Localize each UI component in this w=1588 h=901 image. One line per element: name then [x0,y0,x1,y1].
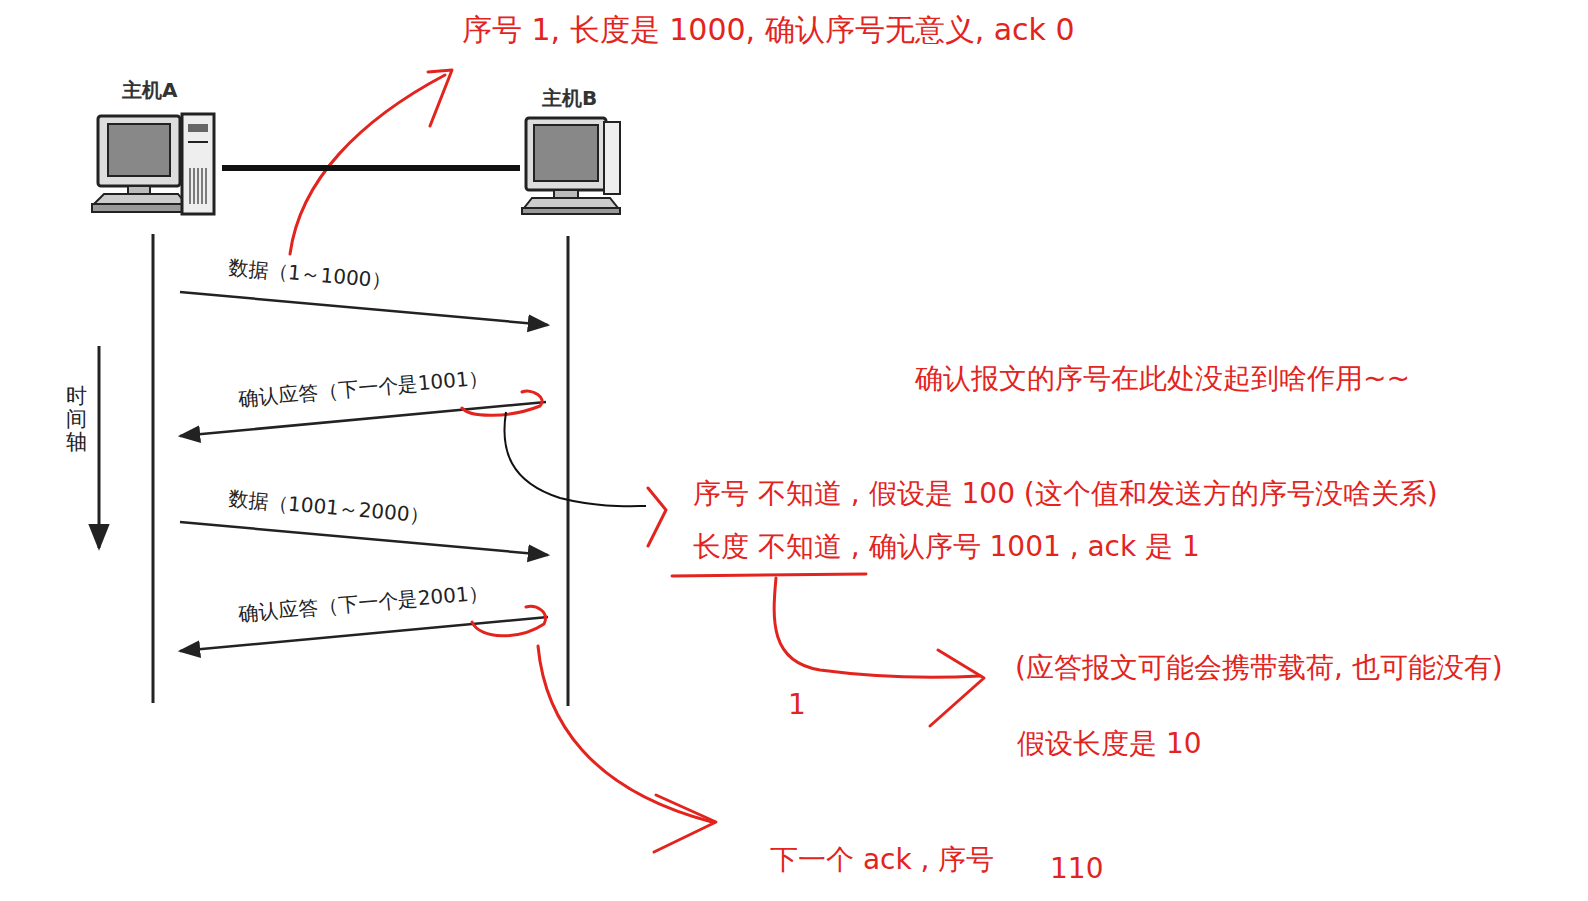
axis-label: 时间轴 [66,385,87,454]
annotation-circle [472,606,545,635]
annotation-text: 序号 不知道 , 假设是 100 (这个值和发送方的序号没啥关系) [693,477,1438,511]
host-label: 主机A [122,78,177,102]
annotation-circle [462,391,542,415]
annotation-chevron [930,650,984,726]
annotation-curve [290,75,445,254]
annotation-underline [672,574,866,576]
annotation-text: (应答报文可能会携带载荷, 也可能没有) [1015,651,1503,685]
lifeline [152,234,155,703]
annotation-text: 确认报文的序号在此处没起到啥作用~~ [915,362,1410,396]
message-label: 数据（1～1000） [227,255,392,293]
time-axis [98,346,101,548]
annotation-text: 假设长度是 10 [1017,727,1202,761]
annotation-curve [538,646,712,822]
annotation-text: 序号 1, 长度是 1000, 确认序号无意义, ack 0 [462,12,1075,48]
annotation-curve [774,578,980,677]
host-computer: 主机A [90,82,222,218]
lifeline [567,236,570,706]
message-arrow [180,522,548,555]
message-arrow [180,292,548,325]
annotation-chevron [428,70,452,126]
host-label: 主机B [542,86,597,110]
annotation-text: 长度 不知道 , 确认序号 1001 , ack 是 1 [693,530,1200,564]
message-arrow [180,402,546,436]
message-label: 确认应答（下一个是1001） [237,365,489,411]
annotation-text: 下一个 ack , 序号 [770,843,994,877]
annotation-curve [504,412,646,506]
annotation-chevron [648,488,666,546]
message-label: 数据（1001～2000） [227,486,430,527]
annotation-number: 1 [788,688,806,722]
message-label: 确认应答（下一个是2001） [237,580,489,626]
computer-icon [520,112,626,216]
network-cable [222,165,520,171]
annotation-number: 110 [1050,852,1103,886]
computer-icon [90,108,220,220]
annotation-chevron [654,795,716,852]
host-computer: 主机B [520,90,628,218]
